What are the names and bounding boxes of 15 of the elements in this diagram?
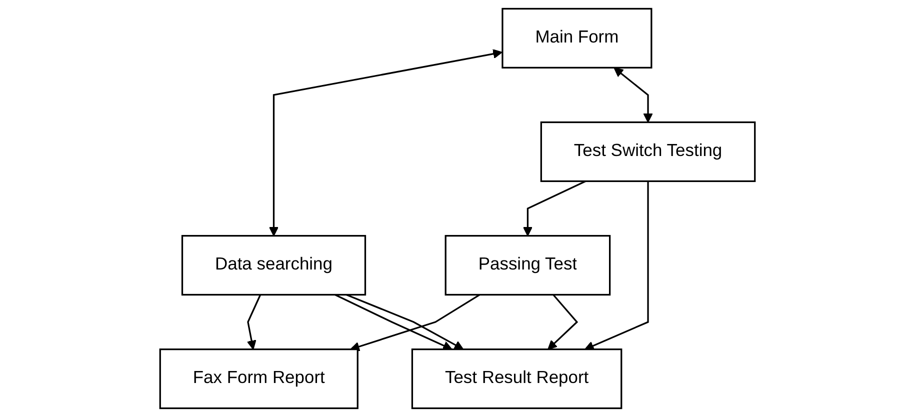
arrow — [584, 181, 649, 350]
arrow — [522, 180, 586, 236]
node-box: Main Form — [502, 8, 652, 68]
node-box: Passing Test — [444, 234, 611, 296]
arrow — [346, 294, 464, 350]
node-box: Fax Form Report — [159, 348, 358, 410]
arrow — [350, 294, 480, 352]
arrow — [334, 294, 452, 350]
node-box: Test Switch Testing — [540, 121, 756, 182]
arrow — [268, 49, 502, 236]
arrow — [548, 294, 578, 350]
arrow — [614, 68, 653, 123]
node-box: Test Result Report — [411, 348, 622, 410]
node-box: Data searching — [181, 234, 366, 296]
arrow — [246, 294, 262, 350]
